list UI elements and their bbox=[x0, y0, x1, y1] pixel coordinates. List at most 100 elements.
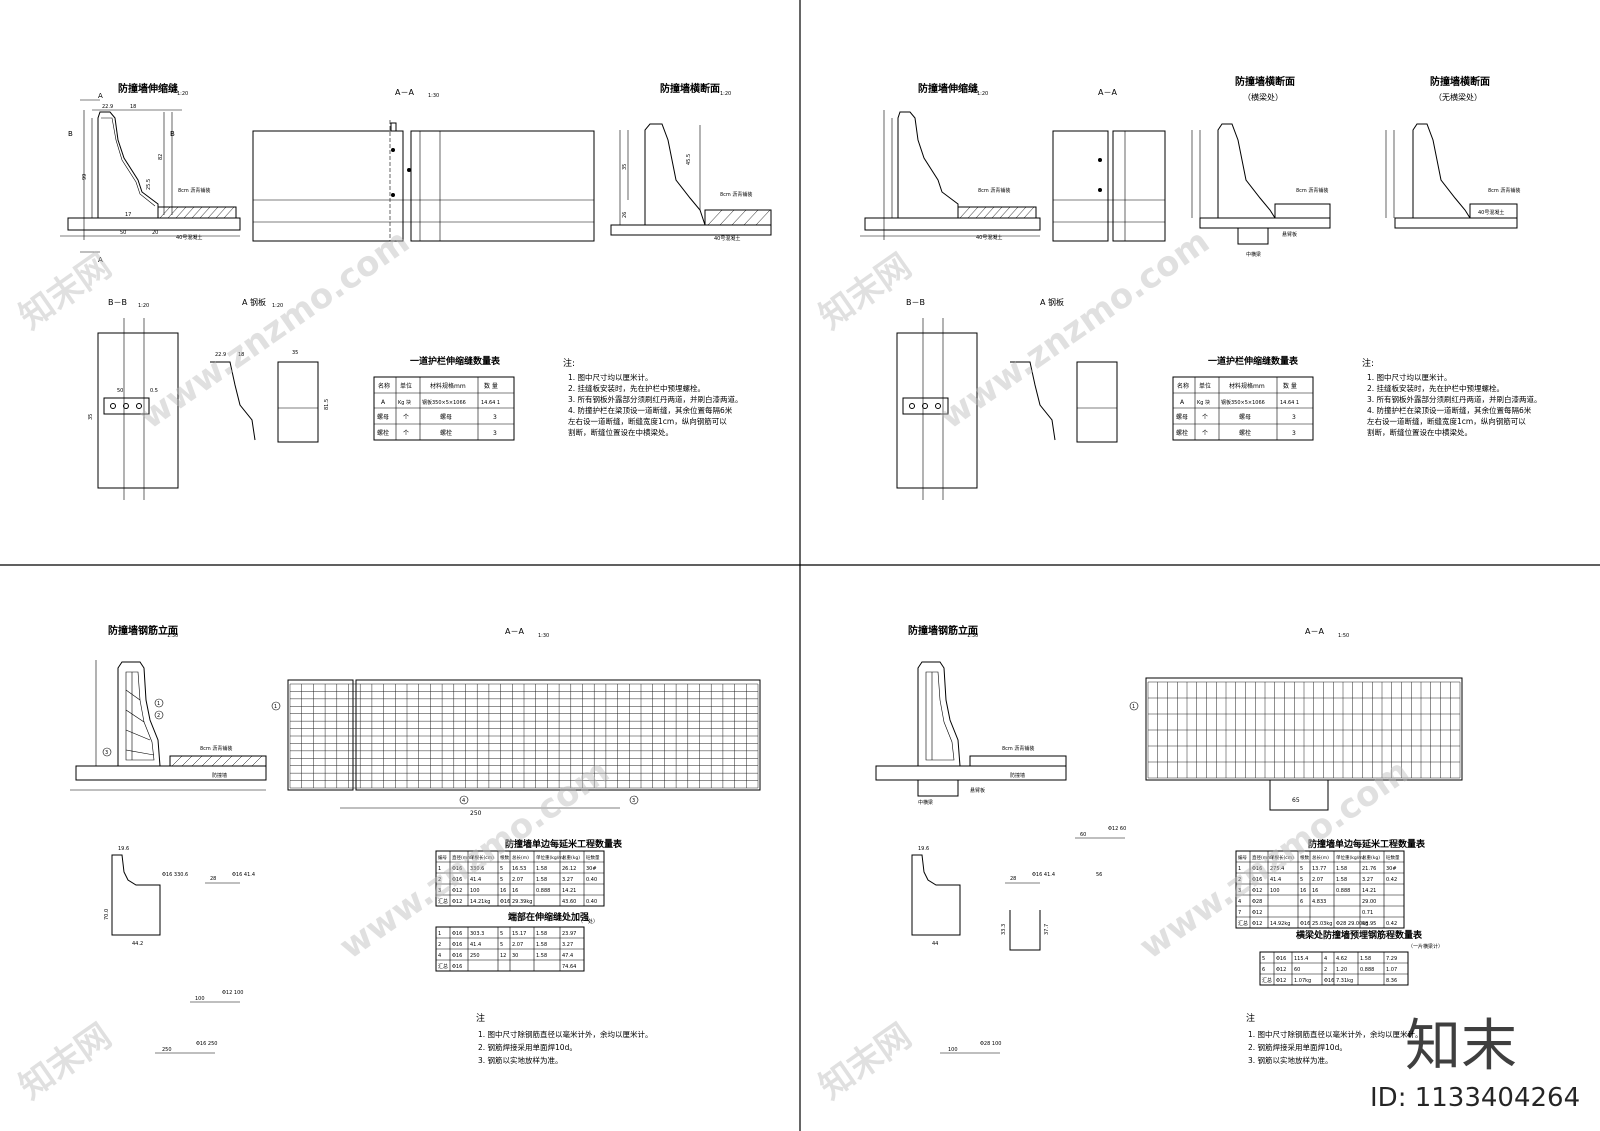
table-header-cell: 单根长(cm) bbox=[1270, 854, 1294, 861]
table-cell: 7.31kg bbox=[1336, 978, 1353, 984]
td-0-0: A bbox=[381, 399, 386, 406]
title-elev-4: 防撞墙钢筋立面 bbox=[908, 624, 978, 637]
title-cross: 防撞墙横断面 bbox=[660, 82, 720, 95]
table2-title: 端部在伸缩缝处加强 bbox=[508, 911, 589, 923]
watermark-brand-1: 知末网 bbox=[12, 246, 118, 337]
table-cell: 47.4 bbox=[562, 953, 573, 959]
title-aa-q3: A－A bbox=[505, 627, 524, 636]
table-header-cell: 编号 bbox=[1238, 854, 1247, 861]
title-elev: 防撞墙钢筋立面 bbox=[108, 624, 178, 637]
table-cell: 2 bbox=[1324, 967, 1327, 973]
dim-50-bb: 50 bbox=[117, 388, 123, 394]
bar-label-3: Φ12 100 bbox=[222, 990, 243, 996]
rebar-elevation-4: 8cm 沥青铺装 防撞墙 中横梁 悬臂板 bbox=[875, 661, 1067, 806]
table-cell: Φ16 bbox=[452, 942, 462, 948]
watermark-site-2: www.znzmo.com bbox=[932, 221, 1217, 437]
notes-4: 注 1. 图中尺寸除钢筋直径以毫米计外，余均以厘米计。 2. 钢筋焊接采用单面焊… bbox=[1246, 1012, 1423, 1065]
dim-25-5: 25.5 bbox=[146, 179, 152, 190]
title-aa-2: A－A bbox=[1098, 88, 1117, 97]
svg-text:4: 4 bbox=[462, 798, 465, 804]
cross-section-beam: 防撞墙横断面 （横梁处） 中横梁 悬臂板 8cm 沥青铺装 bbox=[1191, 75, 1331, 258]
table-cell: 1.58 bbox=[1336, 866, 1347, 872]
table-cell: 1 bbox=[438, 931, 441, 937]
table-cell: 115.4 bbox=[1294, 956, 1308, 962]
dim-35-bb: 35 bbox=[88, 414, 94, 420]
table-cell: 2.07 bbox=[1312, 877, 1323, 883]
table-cell: 16.53 bbox=[512, 866, 526, 872]
table-cell: 2.07 bbox=[512, 877, 523, 883]
dim-65: 65 bbox=[1292, 797, 1300, 804]
table-cell: 5 bbox=[500, 942, 503, 948]
table-cell: 4 bbox=[1324, 956, 1327, 962]
joint-quantity-table: 一道护栏伸缩缝数量表 名称 单位 材料规格mm 数 量 A Kg 块 钢板350… bbox=[373, 355, 515, 441]
table-cell: 1 bbox=[1238, 866, 1241, 872]
notes-3: 注 1. 图中尺寸除钢筋直径以毫米计外，余均以厘米计。 2. 钢筋焊接采用单面焊… bbox=[476, 1012, 653, 1065]
table-cell: 1.58 bbox=[536, 942, 547, 948]
title-aa-q4: A－A bbox=[1305, 627, 1324, 636]
table-cell: 汇总 bbox=[438, 898, 448, 905]
bar4-label-2: Φ16 41.4 bbox=[1032, 872, 1055, 878]
table-cell: Φ12 bbox=[1276, 978, 1286, 984]
bar4-dim-37-7: 37.7 bbox=[1044, 924, 1050, 935]
table-cell: 1.58 bbox=[536, 866, 547, 872]
scale-aa-q3: 1:30 bbox=[538, 633, 549, 639]
table2-sub: （一处） bbox=[578, 918, 598, 925]
td-2-0: 螺栓 bbox=[377, 429, 389, 437]
svg-text:3: 3 bbox=[632, 798, 635, 804]
table-cell: 3 bbox=[1238, 888, 1241, 894]
dim-73: 35 bbox=[622, 164, 628, 170]
barrier-joint-section: 22.9 18 99 82 25.5 17 50 20 A A B B 8cm … bbox=[60, 92, 241, 264]
scale-joint-2: 1:20 bbox=[977, 91, 988, 97]
table-cell: 4 bbox=[438, 953, 441, 959]
scale-aa: 1:30 bbox=[428, 93, 439, 99]
table-cell: 1 bbox=[438, 866, 441, 872]
notes-title-4: 注 bbox=[1246, 1012, 1255, 1024]
table-cell: 275.4 bbox=[1270, 866, 1284, 872]
aa-rebar-elevation-4: A－A 1:50 65 1 bbox=[1129, 627, 1463, 811]
td2-2-1: 个 bbox=[1202, 430, 1208, 437]
title-aa: A－A bbox=[395, 88, 414, 97]
table-header-cell: 砼数量 bbox=[586, 854, 600, 861]
note-1: 1. 图中尺寸均以厘米计。 bbox=[568, 372, 653, 382]
scale-elev: 1:30 bbox=[167, 633, 178, 639]
table-cell: 1.07 bbox=[1386, 967, 1397, 973]
table-cell: 1.58 bbox=[536, 877, 547, 883]
label-beam-q2: 中横梁 bbox=[1246, 251, 1261, 258]
td2-0-1: Kg 块 bbox=[1197, 399, 1210, 406]
td-0-1: Kg 块 bbox=[398, 399, 411, 406]
quadrant-top-left: 防撞墙伸缩缝 1:20 22.9 18 99 82 25.5 17 50 20 … bbox=[60, 82, 772, 500]
table-cell: 1.58 bbox=[1360, 956, 1371, 962]
table-cell: 2 bbox=[438, 942, 441, 948]
table-cell: Φ16 bbox=[452, 866, 462, 872]
table-cell: 3 bbox=[438, 888, 441, 894]
table-cell: 15.17 bbox=[512, 931, 526, 937]
table-cell: 0.42 bbox=[1386, 921, 1397, 927]
steel-plate-a: A 钢板 1:20 22.9 18 35 81.5 bbox=[210, 297, 330, 443]
td-2-2: 螺栓 bbox=[440, 429, 452, 437]
svg-text:3: 3 bbox=[105, 750, 108, 756]
note3-1: 1. 图中尺寸除钢筋直径以毫米计外，余均以厘米计。 bbox=[478, 1029, 653, 1039]
title-plate-2: A 钢板 bbox=[1040, 297, 1064, 307]
bar-label-2: Φ16 41.4 bbox=[232, 872, 255, 878]
td2-1-0: 螺母 bbox=[1176, 413, 1188, 421]
table-cell: 16 bbox=[1312, 888, 1318, 894]
table-cell: 41.4 bbox=[470, 942, 481, 948]
logo-brand: 知末 bbox=[1405, 1014, 1517, 1079]
table-cell: Φ16 bbox=[500, 899, 510, 905]
table-cell: Φ16 bbox=[452, 953, 462, 959]
dim-17: 17 bbox=[125, 212, 131, 218]
table-cell: 68.95 bbox=[1362, 921, 1376, 927]
dim-99: 99 bbox=[82, 174, 88, 180]
note2-3: 3. 所有钢板外露部分须刷红丹两道，并刷白漆两道。 bbox=[1367, 394, 1542, 404]
aa-elevation: A－A 1:30 bbox=[252, 88, 595, 242]
bar-dim-100: 100 bbox=[195, 996, 205, 1002]
table-cell: 30 bbox=[512, 953, 518, 959]
dim-81-5-plate: 81.5 bbox=[324, 399, 330, 410]
table-cell: 7.29 bbox=[1386, 956, 1397, 962]
sub-cross2: （无横梁处） bbox=[1434, 92, 1482, 102]
bar4-label-3: Φ28 100 bbox=[980, 1041, 1001, 1047]
note2-6: 割断，断缝位置设在中横梁处。 bbox=[1367, 427, 1472, 437]
label-layer-2: 40号混凝土 bbox=[714, 235, 740, 242]
svg-text:2: 2 bbox=[157, 713, 160, 719]
